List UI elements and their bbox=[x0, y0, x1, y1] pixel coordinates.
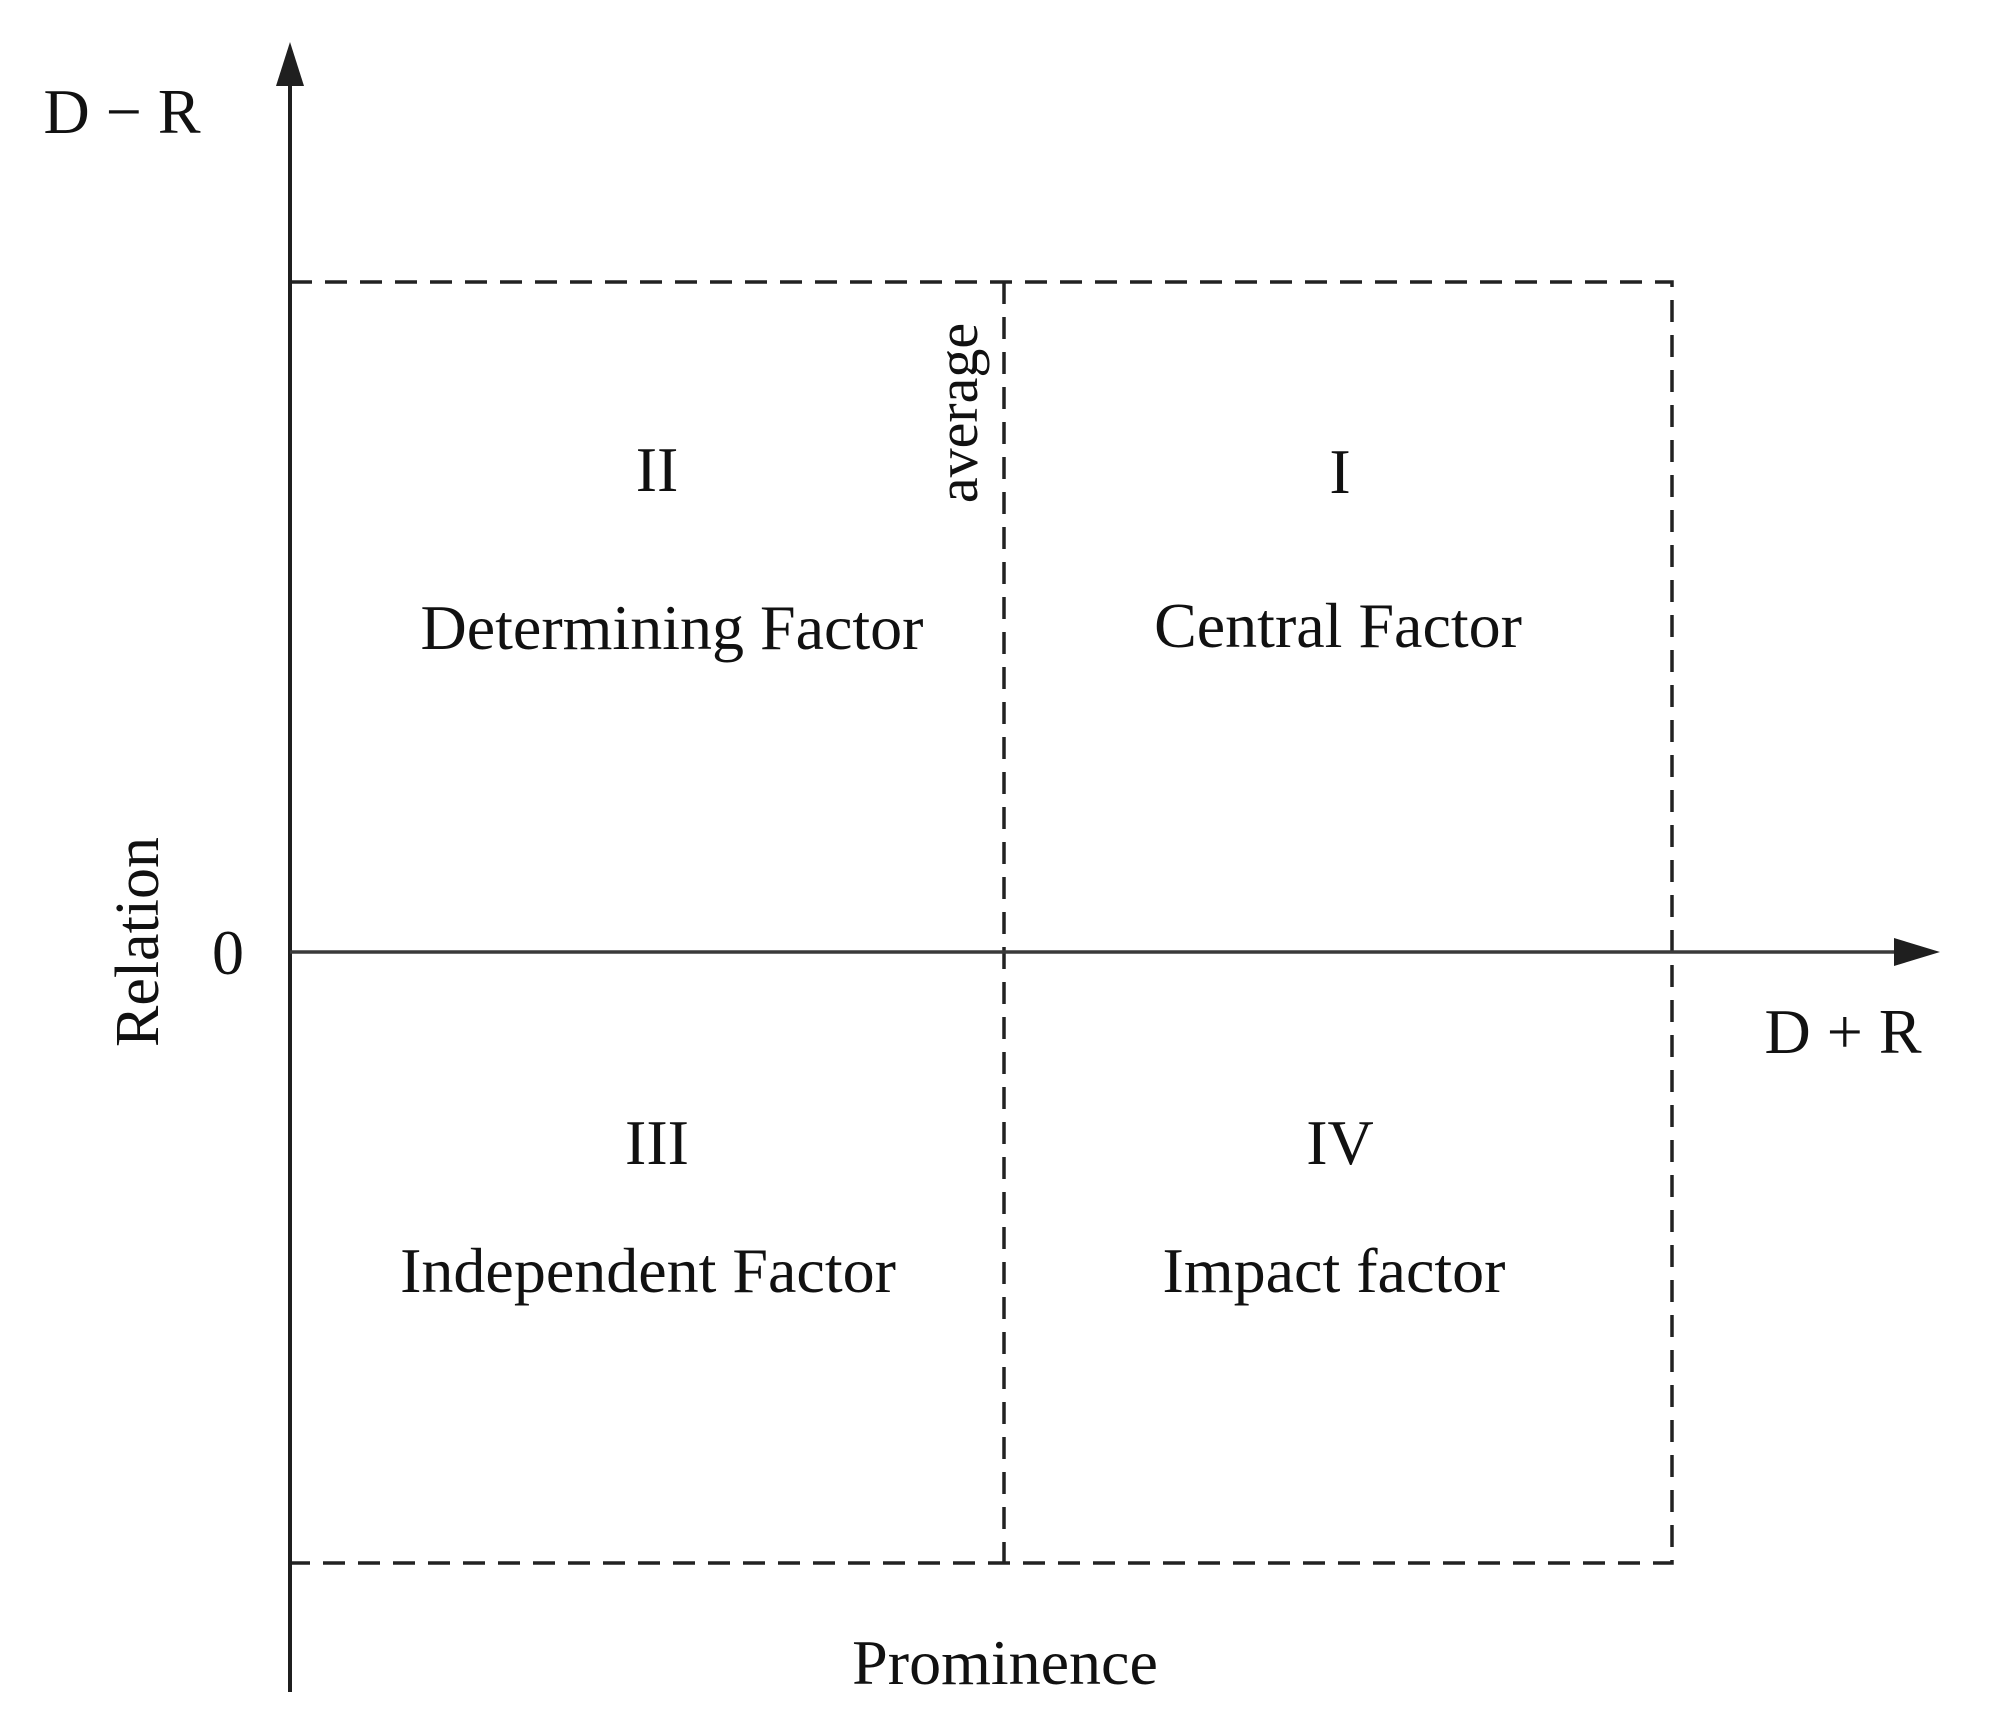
quadrant-2-numeral: II bbox=[635, 434, 679, 505]
quadrant-4-numeral: IV bbox=[1306, 1107, 1374, 1178]
quadrant-3-numeral: III bbox=[625, 1107, 689, 1178]
x-axis-title: Prominence bbox=[852, 1627, 1158, 1698]
origin-zero-label: 0 bbox=[212, 917, 244, 988]
quadrant-1-numeral: I bbox=[1329, 436, 1351, 507]
y-axis-symbol-label: D − R bbox=[43, 76, 201, 147]
quadrant-4-label: Impact factor bbox=[1162, 1235, 1506, 1306]
quadrant-3-label: Independent Factor bbox=[400, 1235, 896, 1306]
average-divider-label: average bbox=[925, 322, 990, 504]
quadrant-2-label: Determining Factor bbox=[420, 592, 924, 663]
y-axis-title: Relation bbox=[104, 836, 172, 1048]
x-axis-symbol-label: D + R bbox=[1764, 996, 1922, 1067]
y-axis-arrowhead-icon bbox=[276, 42, 304, 86]
quadrant-1-label: Central Factor bbox=[1154, 590, 1522, 661]
x-axis-arrowhead-icon bbox=[1894, 938, 1940, 966]
